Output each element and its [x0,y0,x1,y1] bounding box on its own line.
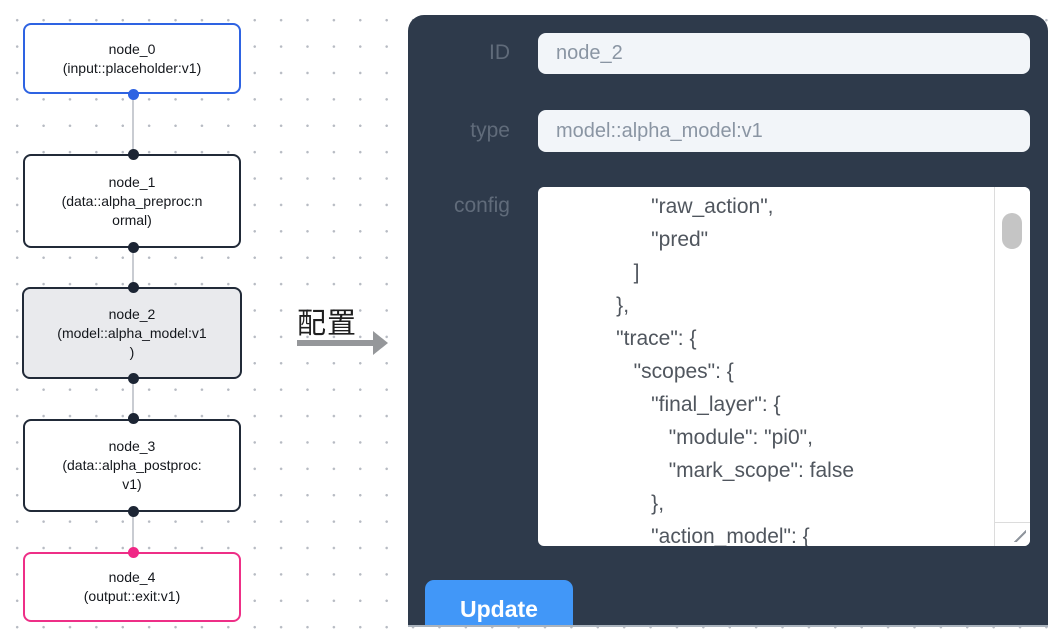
type-field-label: type [470,119,510,142]
node-node_1[interactable]: node_1 (data::alpha_preproc:n ormal) [23,154,241,248]
port-node_3-out[interactable] [128,506,139,517]
port-node_0-out[interactable] [128,89,139,100]
resize-grip-icon [1009,527,1026,542]
config-textarea[interactable]: "raw_action", "pred" ] }, "trace": { "sc… [538,187,1030,546]
config-field-label: config [453,194,510,217]
port-node_3-in[interactable] [128,413,139,424]
edge-node0-node1 [132,94,134,155]
config-resize-corner[interactable] [994,522,1030,546]
type-input[interactable] [538,110,1030,152]
right-arrow-icon [297,340,375,346]
port-node_2-in[interactable] [128,282,139,293]
config-json-text[interactable]: "raw_action", "pred" ] }, "trace": { "sc… [616,195,855,546]
edge-node1-node2 [132,247,134,288]
port-node_1-out[interactable] [128,242,139,253]
config-scrollbar-thumb[interactable] [1002,213,1022,249]
panel-bottom-margin [408,629,1062,643]
node-config-panel: ID type config "raw_action", "pred" ] },… [408,15,1048,627]
right-arrow-head-icon [373,331,388,355]
node-node_2[interactable]: node_2 (model::alpha_model:v1 ) [22,287,242,379]
port-node_1-in[interactable] [128,149,139,160]
edge-node3-node4 [132,511,134,553]
id-input[interactable] [538,33,1030,74]
node-node_4[interactable]: node_4 (output::exit:v1) [23,552,241,622]
edge-node2-node3 [132,378,134,420]
node-node_3[interactable]: node_3 (data::alpha_postproc: v1) [23,419,241,512]
id-field-label: ID [489,41,510,64]
config-scrollbar-track[interactable] [994,187,1030,522]
port-node_4-in[interactable] [128,547,139,558]
annotation-config-text: 配置 [297,308,358,340]
port-node_2-out[interactable] [128,373,139,384]
node-node_0[interactable]: node_0 (input::placeholder:v1) [23,23,241,94]
update-button[interactable]: Update [425,580,573,625]
